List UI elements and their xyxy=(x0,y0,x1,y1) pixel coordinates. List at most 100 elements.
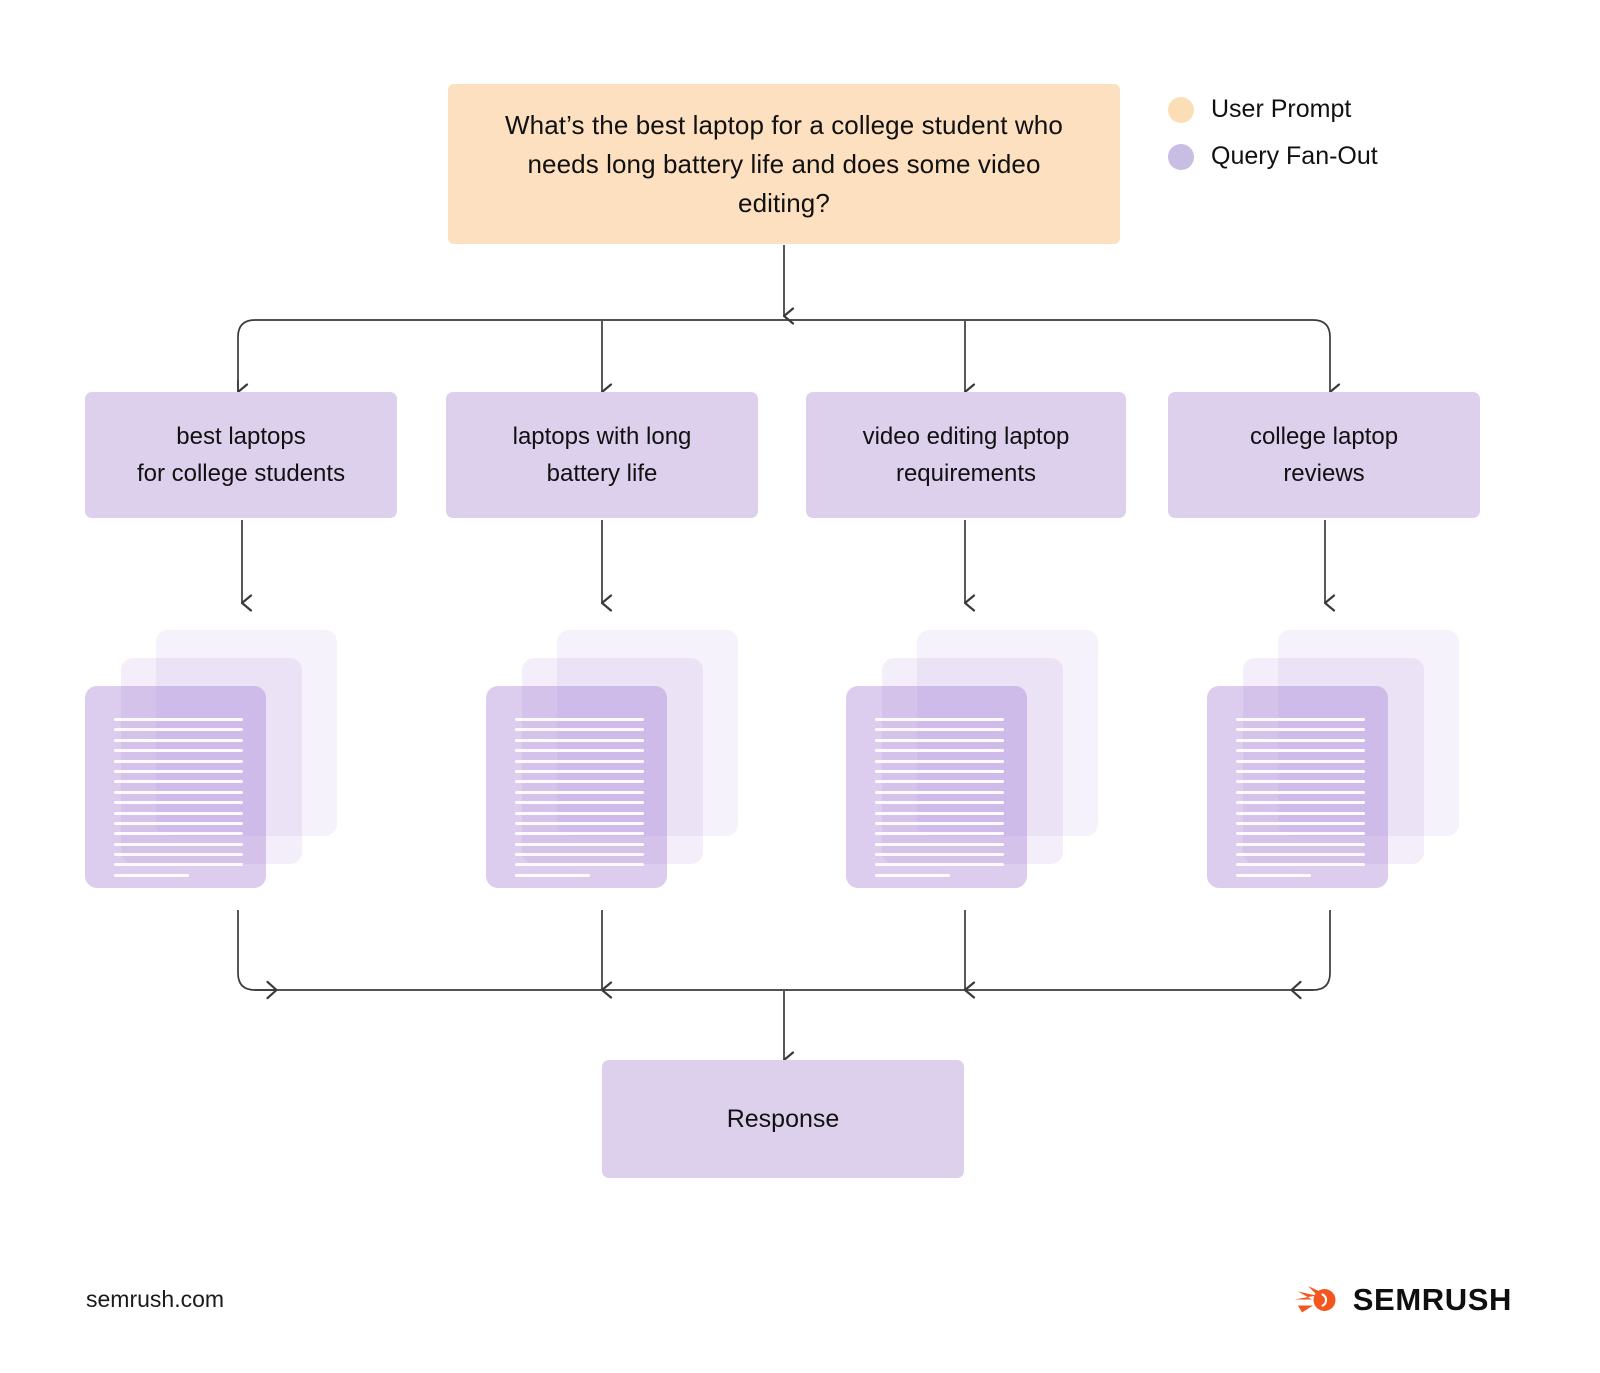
document-text-line xyxy=(1236,863,1365,867)
document-text-line xyxy=(875,780,1004,784)
legend-label-query-fan-out: Query Fan-Out xyxy=(1211,142,1378,170)
document-text-line xyxy=(875,749,1004,753)
document-text-line xyxy=(515,738,644,742)
document-text-line xyxy=(875,769,1004,773)
document-text-line xyxy=(875,718,1004,721)
document-text-lines xyxy=(875,718,1004,877)
document-text-line xyxy=(1236,873,1311,877)
document-text-line xyxy=(875,728,1004,732)
query-line-2: reviews xyxy=(1283,460,1365,487)
document-text-line xyxy=(515,728,644,732)
document-text-line xyxy=(875,832,1004,836)
document-text-line xyxy=(515,801,644,805)
document-text-line xyxy=(114,780,243,784)
document-text-line xyxy=(114,873,189,877)
document-text-line xyxy=(1236,821,1365,825)
document-text-line xyxy=(875,821,1004,825)
document-text-line xyxy=(515,749,644,753)
legend: User Prompt Query Fan-Out xyxy=(1168,86,1468,180)
document-text-line xyxy=(515,759,644,763)
user-prompt-text: What’s the best laptop for a college stu… xyxy=(505,109,1063,218)
document-text-lines xyxy=(1236,718,1365,877)
query-line-2: battery life xyxy=(546,460,658,487)
document-text-lines xyxy=(515,718,644,877)
document-sheet-front xyxy=(846,686,1027,888)
document-text-line xyxy=(1236,759,1365,763)
semrush-comet-icon xyxy=(1294,1286,1336,1313)
document-text-line xyxy=(1236,749,1365,753)
legend-label-user-prompt: User Prompt xyxy=(1211,95,1352,123)
document-text-line xyxy=(114,738,243,742)
document-text-line xyxy=(114,801,243,805)
document-text-line xyxy=(1236,832,1365,836)
document-text-line xyxy=(515,853,644,857)
document-text-line xyxy=(1236,738,1365,742)
document-text-lines xyxy=(114,718,243,877)
document-text-line xyxy=(114,853,243,857)
document-text-line xyxy=(875,863,1004,867)
document-text-line xyxy=(1236,853,1365,857)
query-line-1: video editing laptop xyxy=(862,423,1070,450)
document-stack xyxy=(846,630,1098,888)
document-text-line xyxy=(114,749,243,753)
document-sheet-front xyxy=(1207,686,1388,888)
document-text-line xyxy=(875,790,1004,794)
document-text-line xyxy=(114,718,243,721)
document-text-line xyxy=(114,863,243,867)
document-text-line xyxy=(114,790,243,794)
query-box-best-laptops: best laptops for college students xyxy=(85,392,397,518)
document-text-line xyxy=(515,821,644,825)
user-prompt-box: What’s the best laptop for a college stu… xyxy=(448,84,1120,244)
document-text-line xyxy=(515,863,644,867)
document-text-line xyxy=(114,728,243,732)
semrush-wordmark: SEMRUSH xyxy=(1352,1282,1512,1317)
document-text-line xyxy=(515,842,644,846)
document-text-line xyxy=(515,832,644,836)
document-text-line xyxy=(875,738,1004,742)
response-label: Response xyxy=(726,1104,840,1133)
document-stack xyxy=(1207,630,1459,888)
document-text-line xyxy=(1236,801,1365,805)
document-text-line xyxy=(515,873,590,877)
semrush-logo: SEMRUSH xyxy=(1292,1282,1512,1318)
legend-item-user-prompt: User Prompt xyxy=(1168,86,1468,133)
query-box-text: best laptops for college students xyxy=(137,418,345,492)
query-box-text: college laptop reviews xyxy=(1250,418,1398,492)
query-box-long-battery-life: laptops with long battery life xyxy=(446,392,758,518)
document-sheet-front xyxy=(486,686,667,888)
document-text-line xyxy=(515,718,644,721)
document-text-line xyxy=(875,853,1004,857)
document-text-line xyxy=(1236,842,1365,846)
document-text-line xyxy=(1236,780,1365,784)
document-text-line xyxy=(515,780,644,784)
query-line-1: laptops with long xyxy=(512,423,692,450)
legend-item-query-fan-out: Query Fan-Out xyxy=(1168,133,1468,180)
response-box: Response xyxy=(602,1060,964,1178)
document-text-line xyxy=(875,842,1004,846)
footer-site-url: semrush.com xyxy=(86,1286,225,1312)
document-stack xyxy=(85,630,337,888)
document-stack xyxy=(486,630,738,888)
circle-icon xyxy=(1168,96,1194,123)
document-text-line xyxy=(515,769,644,773)
query-box-college-laptop-reviews: college laptop reviews xyxy=(1168,392,1480,518)
document-text-line xyxy=(114,811,243,815)
document-sheet-front xyxy=(85,686,266,888)
query-box-text: video editing laptop requirements xyxy=(863,418,1070,492)
query-line-1: college laptop xyxy=(1249,423,1399,450)
document-text-line xyxy=(1236,790,1365,794)
document-text-line xyxy=(875,801,1004,805)
circle-icon xyxy=(1168,143,1194,170)
document-text-line xyxy=(1236,728,1365,732)
query-line-1: best laptops xyxy=(176,423,306,450)
document-text-line xyxy=(1236,718,1365,721)
document-text-line xyxy=(114,842,243,846)
document-text-line xyxy=(515,790,644,794)
document-text-line xyxy=(114,759,243,763)
query-line-2: requirements xyxy=(895,460,1037,487)
document-text-line xyxy=(1236,811,1365,815)
query-box-text: laptops with long battery life xyxy=(513,418,692,492)
merge-bar xyxy=(237,910,1331,991)
document-text-line xyxy=(875,811,1004,815)
